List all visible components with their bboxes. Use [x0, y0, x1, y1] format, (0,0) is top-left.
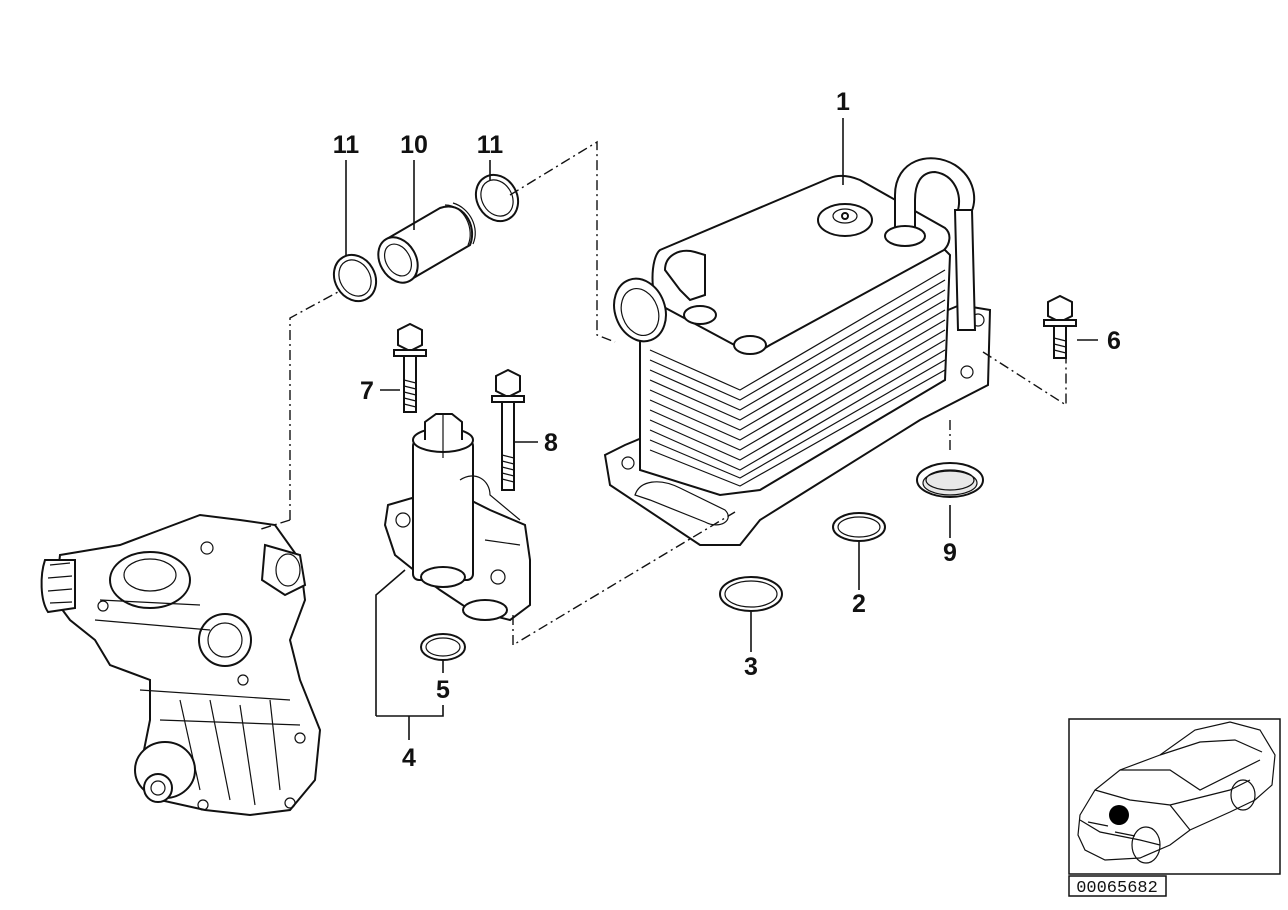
callout-11-left: 11 [333, 131, 360, 159]
callout-2: 2 [852, 590, 866, 618]
callout-3: 3 [744, 653, 758, 681]
callout-6: 6 [1107, 327, 1121, 355]
thermostat-housing-drawing [383, 413, 531, 622]
callout-1: 1 [836, 88, 850, 116]
callout-7: 7 [360, 377, 374, 405]
callout-11-right: 11 [477, 131, 504, 159]
callout-9: 9 [943, 539, 957, 567]
callout-labels: 1 2 3 4 5 6 7 8 9 10 11 11 [333, 88, 1121, 772]
callout-4: 4 [402, 744, 416, 772]
callout-8: 8 [544, 429, 558, 457]
bolts-drawing [393, 294, 1077, 491]
reference-number: 00065682 [1076, 879, 1158, 898]
pipe-and-seals-drawing [332, 173, 520, 303]
callout-10: 10 [400, 131, 428, 159]
location-marker [1109, 805, 1129, 825]
o-rings-drawing [420, 462, 984, 661]
leader-lines [257, 118, 1098, 740]
reference-box: 00065682 [1068, 875, 1167, 898]
callout-5: 5 [436, 676, 450, 704]
water-pump-drawing [40, 513, 322, 817]
oil-cooler-drawing [603, 157, 992, 546]
car-outline-drawing [1077, 721, 1276, 864]
vehicle-locator-inset [1068, 718, 1281, 875]
